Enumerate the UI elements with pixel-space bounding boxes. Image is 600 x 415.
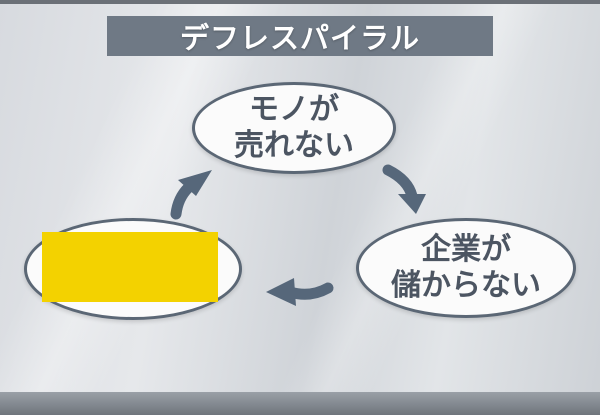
arrow-top-to-right bbox=[382, 164, 426, 214]
top-frame bbox=[0, 0, 600, 4]
node-top-line2: 売れない bbox=[234, 128, 354, 163]
node-companies-not-profiting: 企業が 儲からない bbox=[356, 218, 576, 318]
bottom-frame bbox=[0, 392, 600, 415]
arrow-left-to-top bbox=[170, 170, 212, 220]
title-banner: デフレスパイラル bbox=[107, 16, 493, 56]
node-right-line1: 企業が bbox=[421, 232, 511, 267]
redaction-box bbox=[42, 232, 218, 302]
arrow-right-to-left bbox=[266, 278, 334, 306]
node-goods-not-selling: モノが 売れない bbox=[192, 82, 396, 174]
diagram-title: デフレスパイラル bbox=[179, 21, 420, 55]
node-right-line2: 儲からない bbox=[391, 268, 541, 303]
node-top-line1: モノが bbox=[249, 92, 339, 127]
